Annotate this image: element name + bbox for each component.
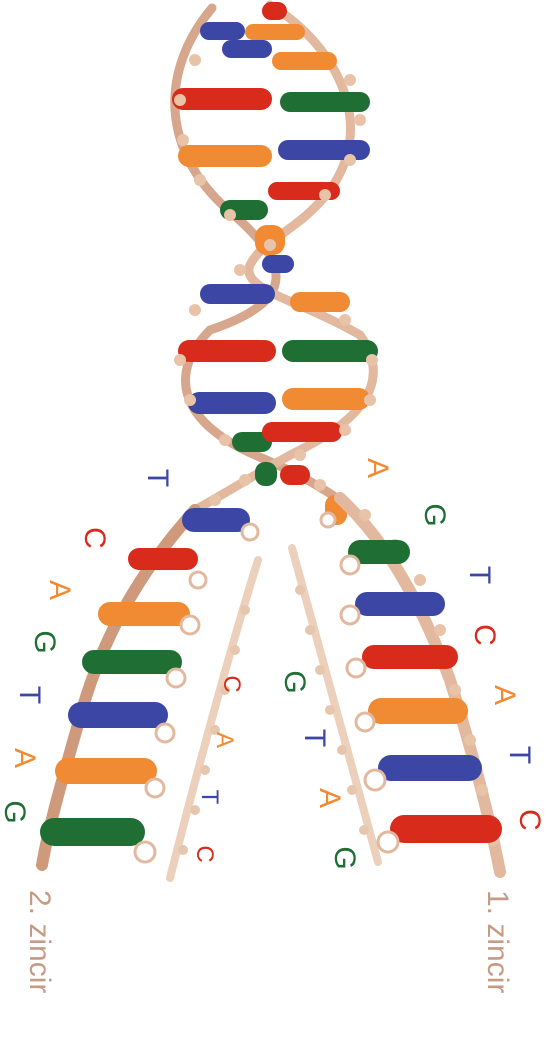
left-letter-3: A — [43, 580, 76, 600]
right-letter-6: T — [503, 746, 536, 764]
left-letter-7: G — [0, 800, 31, 823]
right-letter-3: T — [463, 566, 496, 584]
left-new-letter-3: T — [196, 790, 223, 805]
right-new-letter-3: A — [313, 788, 346, 808]
right-rung-A — [321, 513, 335, 527]
right-new-letter-4: G — [328, 846, 361, 869]
left-rung-A2 — [55, 758, 164, 797]
left-new-letter-4: C — [191, 845, 218, 862]
helix-base-pair — [232, 422, 342, 452]
helix-base-pair — [200, 22, 305, 40]
right-new-letter-2: T — [298, 729, 331, 747]
left-letter-6: A — [8, 748, 41, 768]
right-rung-C2 — [378, 815, 502, 852]
right-letter-7: C — [513, 809, 546, 831]
left-new-letter-2: A — [211, 732, 238, 748]
right-letter-1: A — [361, 458, 394, 478]
helix-base-pair — [178, 340, 378, 362]
left-rung-G2 — [40, 818, 155, 862]
right-new-letter-1: G — [278, 670, 311, 693]
left-new-letter-1: C — [218, 675, 245, 692]
right-strand-label: 1. zincir — [481, 890, 514, 993]
right-letter-4: C — [468, 624, 501, 646]
right-letter-2: G — [418, 503, 451, 526]
helix-base-pair — [188, 388, 370, 414]
double-helix — [172, 2, 378, 525]
left-rung-T — [182, 508, 258, 540]
left-letter-1: T — [141, 469, 174, 487]
right-template-strand: A G T C A T C 1. zincir — [321, 458, 546, 993]
left-rung-T2 — [68, 702, 174, 742]
right-rung-A2 — [356, 698, 468, 731]
left-letter-2: C — [78, 527, 111, 549]
left-letter-4: G — [28, 630, 61, 653]
right-letter-5: A — [488, 685, 521, 705]
left-strand-label: 2. zincir — [23, 890, 56, 993]
left-letter-5: T — [13, 686, 46, 704]
helix-base-pair — [262, 2, 287, 20]
right-rung-T2 — [365, 755, 482, 790]
